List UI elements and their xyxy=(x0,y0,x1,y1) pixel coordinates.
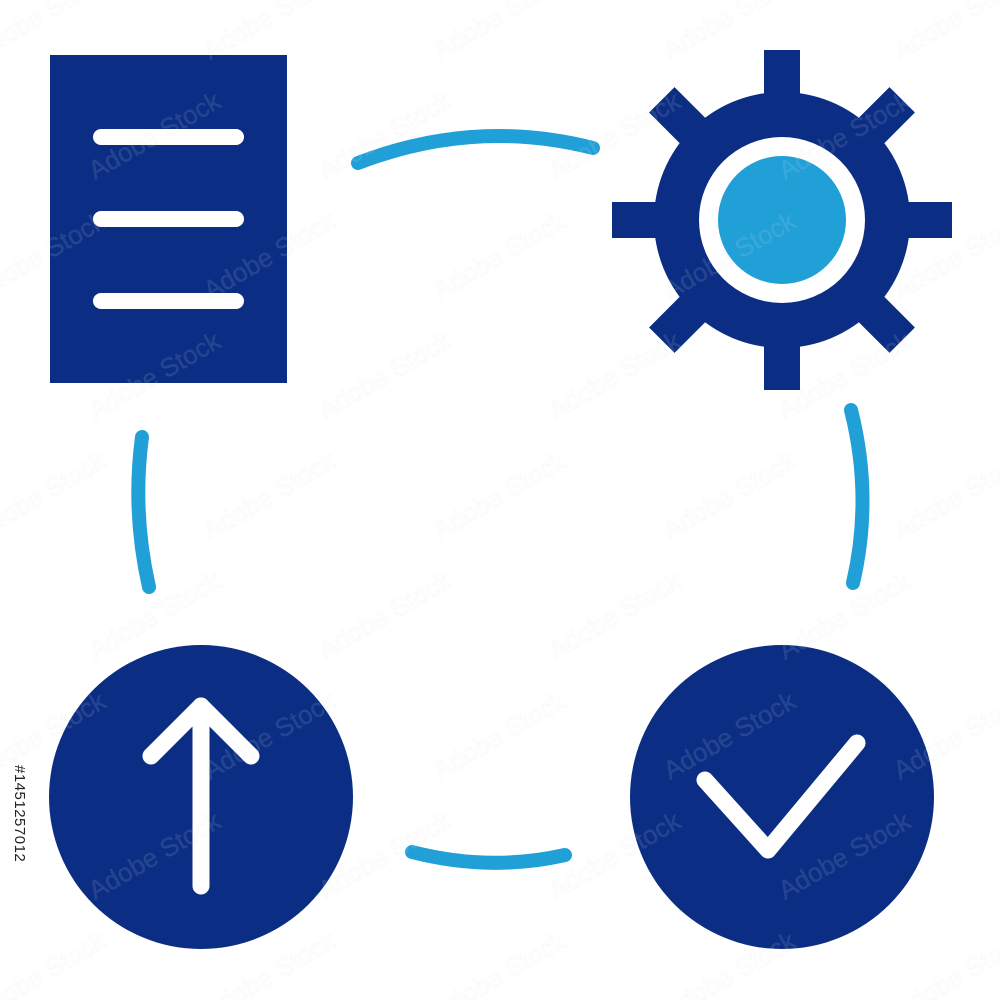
arrow-up-icon xyxy=(142,697,260,895)
stock-id-label: #1451257012 xyxy=(11,765,28,863)
check-circle xyxy=(630,645,934,949)
connector-bottom xyxy=(405,845,572,870)
upload-arrow-circle-icon xyxy=(49,645,353,949)
connector-top xyxy=(351,129,600,170)
connector-left xyxy=(131,430,156,594)
gear-hub xyxy=(718,156,846,284)
gear-icon xyxy=(612,50,952,390)
connector-right xyxy=(844,403,870,590)
document-icon xyxy=(50,55,287,383)
check-circle-icon xyxy=(630,645,934,949)
checkmark-icon xyxy=(696,734,866,859)
